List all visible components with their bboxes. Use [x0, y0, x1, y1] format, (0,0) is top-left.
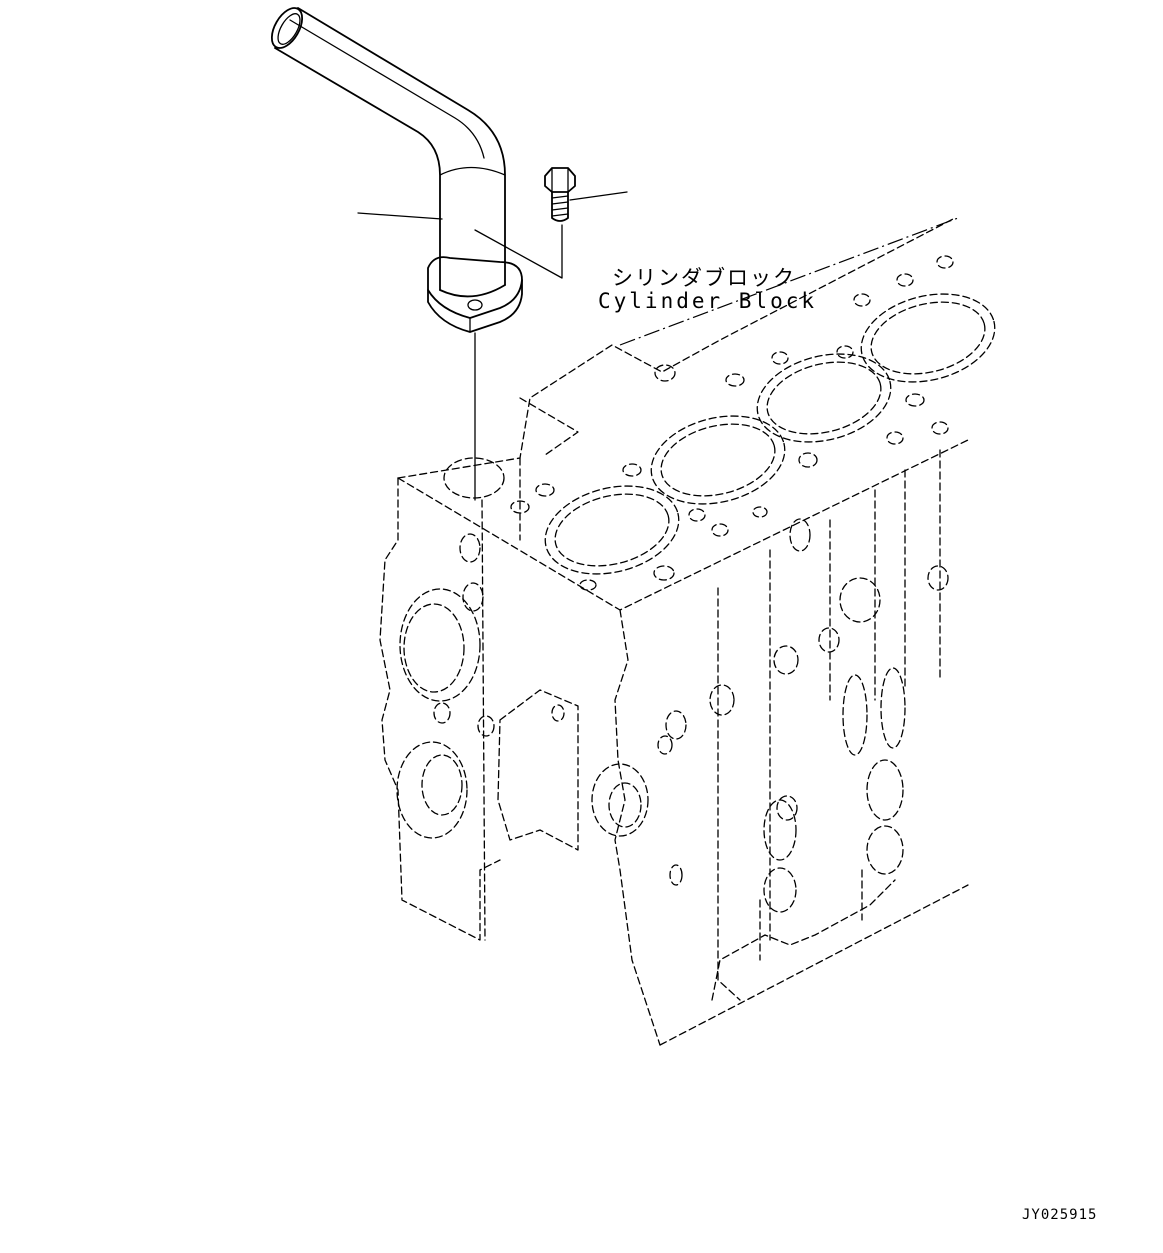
front-face-features	[396, 533, 687, 851]
part-label-japanese: シリンダブロック	[612, 266, 796, 290]
deck-holes	[443, 255, 954, 591]
part-label-english: Cylinder Block	[598, 289, 818, 313]
drawing-code: JY025915	[1022, 1207, 1098, 1223]
pipe-flange[interactable]	[427, 256, 523, 333]
leader-lines	[357, 191, 628, 501]
cylinder-block	[379, 217, 969, 1046]
flange-bolt[interactable]	[544, 167, 576, 222]
water-pipe[interactable]	[266, 3, 506, 298]
side-face-features	[669, 518, 949, 913]
cylinder-bores	[544, 293, 996, 575]
